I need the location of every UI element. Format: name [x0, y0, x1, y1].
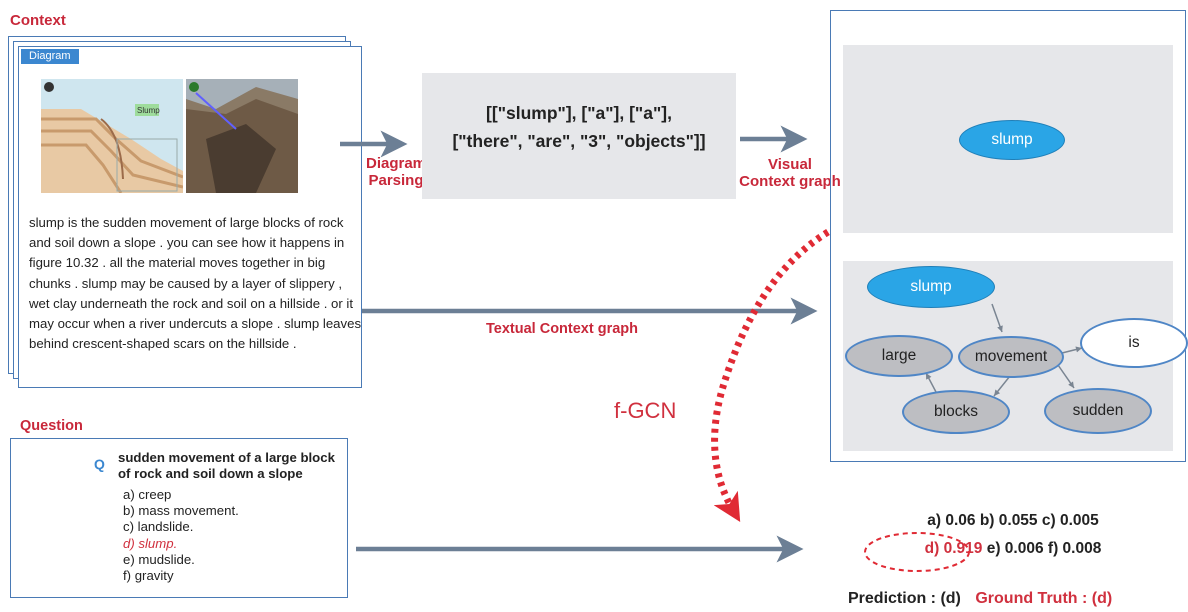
- option-e: e) mudslide.: [123, 551, 195, 567]
- diagram-tag: Diagram: [21, 49, 79, 64]
- visual-node-slump: slump: [959, 120, 1065, 160]
- question-marker: Q: [94, 456, 105, 472]
- hillside-photo: [186, 79, 298, 193]
- parsing-label-line1: Diagram: [365, 155, 427, 172]
- prediction-text: Prediction : (d): [848, 590, 961, 607]
- parsing-output-box: [["slump"], ["a"], ["a"], ["there", "are…: [422, 73, 736, 199]
- diagram-image-label: Slump: [137, 106, 160, 115]
- visual-graph-label-line1: Visual: [768, 156, 812, 173]
- context-title: Context: [10, 12, 66, 29]
- option-b: b) mass movement.: [123, 503, 239, 519]
- textual-context-graph-label: Textual Context graph: [486, 321, 638, 337]
- question-options: a) creep b) mass movement. c) landslide.…: [123, 487, 239, 584]
- question-title: Question: [20, 418, 83, 434]
- ground-truth-text: Ground Truth : (d): [975, 590, 1113, 607]
- text-node-sudden: sudden: [1044, 388, 1152, 434]
- parsing-output-line1: [["slump"], ["a"], ["a"],: [486, 103, 672, 123]
- scores-line2-rest: e) 0.006 f) 0.008: [986, 540, 1102, 557]
- visual-graph-label-line2: Context graph: [739, 173, 841, 190]
- context-text: slump is the sudden movement of large bl…: [29, 215, 362, 352]
- diagram-parsing-label: Diagram Parsing: [362, 155, 430, 189]
- parsing-output-line2: ["there", "are", "3", "objects"]]: [452, 131, 706, 151]
- text-node-movement: movement: [958, 336, 1064, 378]
- question-text: sudden movement of a large block of rock…: [118, 450, 335, 481]
- highlight-circle: [864, 532, 970, 572]
- text-node-is: is: [1080, 318, 1188, 368]
- slump-diagram-image: Slump: [41, 79, 183, 193]
- option-f: f) gravity: [123, 568, 174, 584]
- option-a: a) creep: [123, 487, 172, 502]
- question-card: Q sudden movement of a large block of ro…: [10, 438, 348, 598]
- parsing-label-line2: Parsing: [368, 172, 424, 189]
- result-line: Prediction : (d) Ground Truth : (d): [848, 590, 1112, 608]
- fgcn-label: f-GCN: [614, 398, 677, 423]
- fgcn-arrow: [711, 229, 830, 523]
- visual-context-graph-label: Visual Context graph: [735, 156, 845, 190]
- context-card: Diagram Slump slump is the sudden moveme…: [18, 46, 362, 388]
- text-node-large: large: [845, 335, 953, 377]
- option-c: c) landslide.: [123, 519, 194, 535]
- text-node-blocks: blocks: [902, 390, 1010, 434]
- option-d: d) slump.: [123, 535, 178, 551]
- visual-graph-panel: slump: [843, 45, 1173, 233]
- scores-line1: a) 0.06 b) 0.055 c) 0.005: [927, 512, 1099, 529]
- text-node-slump: slump: [867, 266, 995, 308]
